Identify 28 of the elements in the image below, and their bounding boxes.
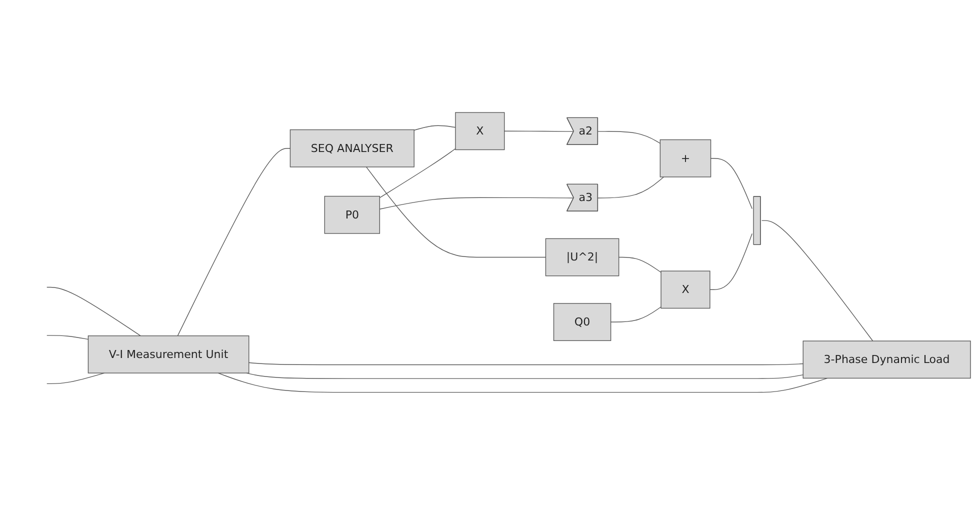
connector bbox=[598, 176, 664, 198]
connector bbox=[177, 148, 291, 336]
connector bbox=[618, 256, 662, 272]
connector bbox=[379, 148, 456, 198]
connector bbox=[610, 306, 662, 322]
connector bbox=[761, 220, 874, 342]
node-box: V-I Measurement Unit bbox=[88, 335, 250, 374]
connector bbox=[504, 130, 574, 132]
connector bbox=[379, 197, 574, 210]
node-box: X bbox=[660, 270, 710, 308]
node-box: P0 bbox=[324, 196, 380, 234]
connector bbox=[710, 233, 752, 290]
connector bbox=[246, 372, 804, 379]
connector bbox=[414, 125, 456, 130]
connector bbox=[710, 158, 752, 209]
connector bbox=[46, 372, 105, 384]
node-box: + bbox=[660, 139, 712, 178]
connector bbox=[248, 362, 804, 365]
node-box: X bbox=[455, 112, 505, 150]
connector bbox=[46, 334, 89, 340]
connector bbox=[46, 286, 141, 336]
connector bbox=[598, 130, 661, 144]
connector bbox=[218, 372, 828, 392]
node-box: 3-Phase Dynamic Load bbox=[802, 340, 971, 378]
node-box: Q0 bbox=[553, 302, 612, 341]
connector bbox=[366, 166, 546, 258]
node-box: |U^2| bbox=[545, 238, 620, 276]
node-box: SEQ ANALYSER bbox=[290, 129, 414, 168]
